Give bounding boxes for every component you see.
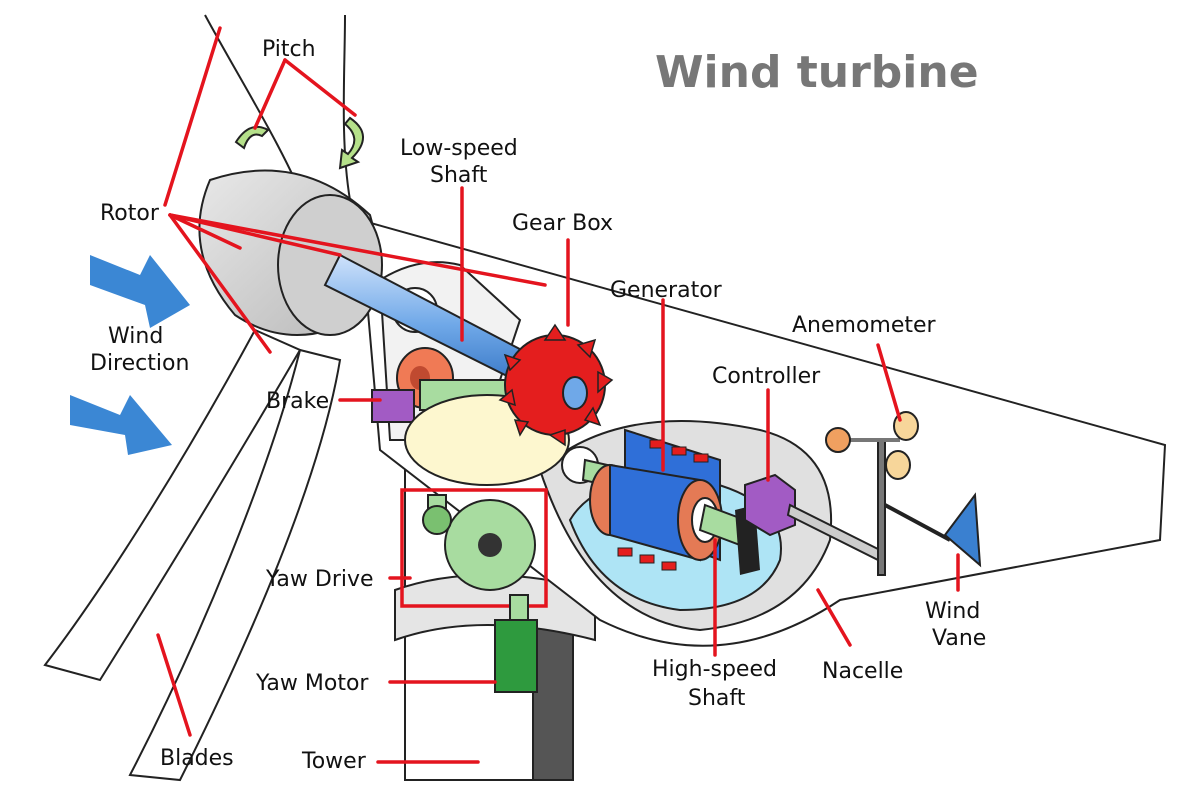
yaw-motor-label: Yaw Motor [255,671,369,696]
low-speed-shaft-label-line2: Shaft [430,163,488,188]
pitch-label: Pitch [262,37,316,62]
rotor-hub [198,169,383,336]
yaw-motor [494,594,538,693]
controller-label: Controller [712,364,821,389]
wind-vane [884,492,982,568]
lower-left-blade [43,328,302,682]
pitch-arrows [234,116,364,170]
rotor-label: Rotor [100,201,160,226]
brake-caliper [371,389,415,423]
low-speed-shaft-label-line1: Low-speed [400,136,518,161]
generator [589,428,760,575]
blades [43,14,352,782]
wind-arrow-upper [90,255,190,328]
lower-blade [128,348,342,782]
brake-label: Brake [266,389,329,414]
tower-label: Tower [301,749,367,774]
leader-lines [156,26,960,764]
wind-direction-arrows [70,255,190,455]
gear-box-label: Gear Box [512,211,613,236]
generator-label: Generator [610,278,723,303]
anemometer-label: Anemometer [792,313,937,338]
controller [744,473,882,562]
wind-direction-label-line2: Direction [90,351,189,376]
diagram-title: Wind turbine [655,47,979,98]
high-speed-shaft-label-line2: Shaft [688,686,746,711]
yaw-drive [422,494,536,591]
yaw-drive-box [400,488,548,608]
nacelle-label: Nacelle [822,659,903,684]
yaw-drive-label: Yaw Drive [265,567,374,592]
wind-vane-label-line2: Vane [932,626,986,651]
wind-vane-label-line1: Wind [925,599,980,624]
high-speed-shaft-label-line1: High-speed [652,657,777,682]
wind-arrow-lower [70,395,172,455]
gear-box-gear [498,323,614,447]
blades-label: Blades [160,746,234,771]
wind-direction-label-line1: Wind [108,324,163,349]
anemometer [825,411,919,576]
